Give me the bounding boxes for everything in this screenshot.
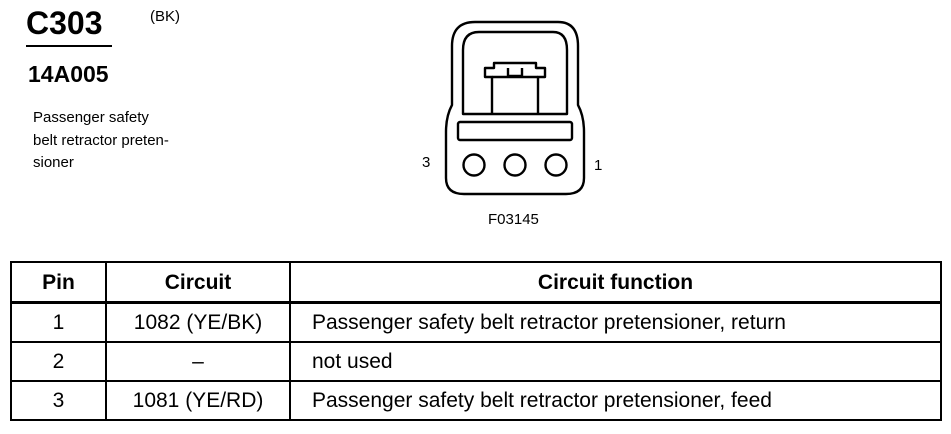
cell-circuit: 1082 (YE/BK) (105, 301, 291, 343)
column-header-pin: Pin (10, 261, 107, 304)
cell-function: Passenger safety belt retractor pretensi… (289, 301, 942, 343)
pin-label-3: 3 (422, 154, 431, 171)
table-row: 1 1082 (YE/BK) Passenger safety belt ret… (10, 301, 942, 343)
connector-color: (BK) (150, 8, 180, 25)
part-number: 14A005 (28, 61, 109, 87)
terminal-cavity-2 (503, 153, 527, 177)
cell-pin: 2 (10, 341, 107, 382)
table-row: 3 1081 (YE/RD) Passenger safety belt ret… (10, 380, 942, 421)
cell-function: not used (289, 341, 942, 382)
connector-face-drawing (444, 20, 586, 196)
description-line: Passenger safety (33, 109, 149, 126)
table-row: 2 – not used (10, 341, 942, 382)
description-line: belt retractor preten- (33, 131, 169, 149)
pin-label-1: 1 (594, 157, 603, 174)
column-header-circuit-function: Circuit function (289, 261, 942, 304)
cell-function: Passenger safety belt retractor pretensi… (289, 380, 942, 421)
description-line: sioner (33, 154, 74, 171)
connector-description: Passenger safety belt retractor preten- … (33, 107, 223, 175)
terminal-cavity-3 (462, 153, 486, 177)
cell-pin: 3 (10, 380, 107, 421)
figure-code: F03145 (488, 211, 539, 228)
connector-diagram (400, 10, 630, 235)
table-header-row: Pin Circuit Circuit function (10, 261, 942, 304)
cell-circuit: – (105, 341, 291, 382)
connector-housing-outline (444, 20, 586, 196)
cell-circuit: 1081 (YE/RD) (105, 380, 291, 421)
connector-inner-outline (461, 30, 569, 116)
cell-pin: 1 (10, 301, 107, 343)
connector-id: C303 (26, 5, 103, 41)
column-header-circuit: Circuit (105, 261, 291, 304)
terminal-cavity-1 (544, 153, 568, 177)
connector-seal-slot (456, 120, 574, 142)
connector-latch (483, 61, 547, 113)
pin-table: Pin Circuit Circuit function 1 1082 (YE/… (10, 261, 942, 421)
connector-id-underline (26, 45, 112, 47)
